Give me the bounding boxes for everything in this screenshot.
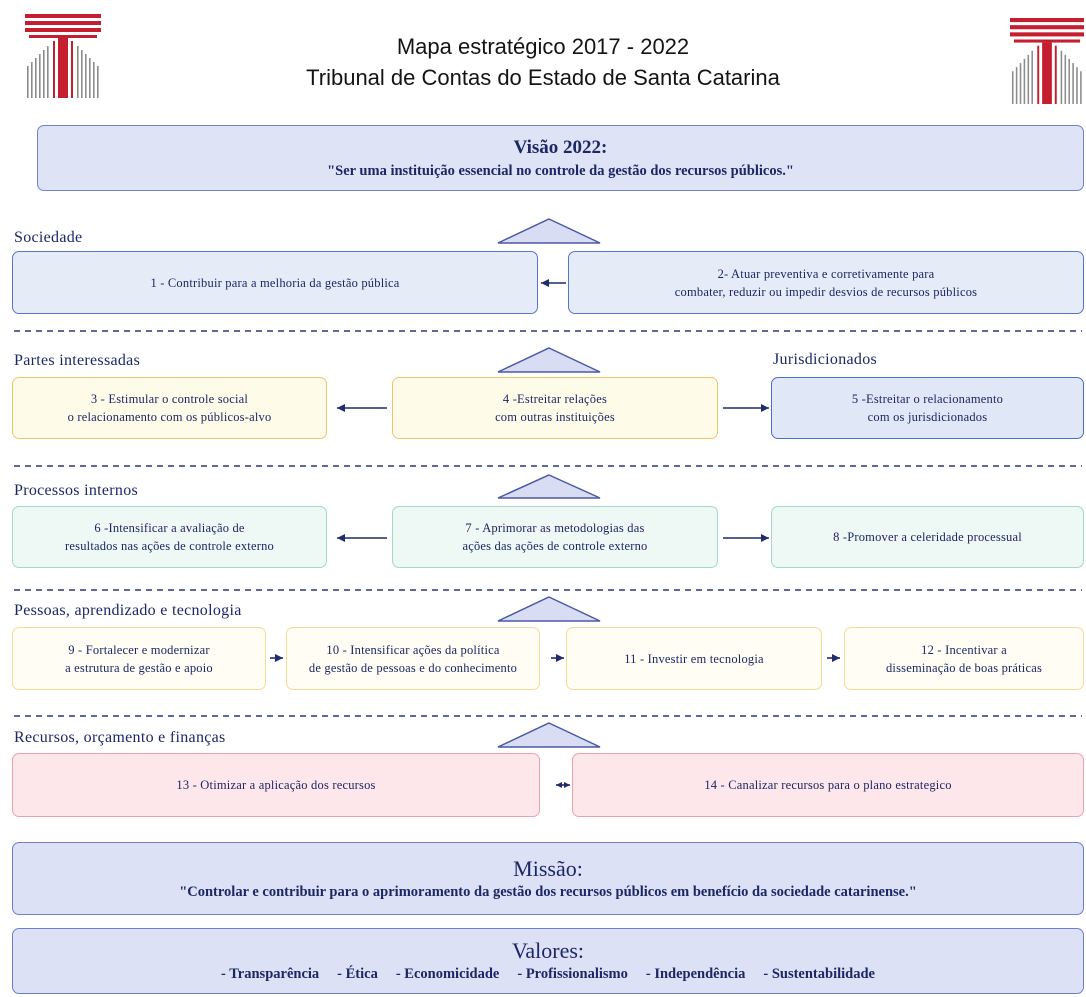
objective-13: 13 - Otimizar a aplicação dos recursos xyxy=(12,753,540,817)
objective-text: 14 - Canalizar recursos para o plano est… xyxy=(704,778,952,792)
value-item: - Economicidade xyxy=(395,966,500,982)
objective-text: 6 -Intensificar a avaliação de xyxy=(94,521,245,535)
objective-text: 1 - Contribuir para a melhoria da gestão… xyxy=(150,275,400,290)
objective-3: 3 - Estimular o controle social o relaci… xyxy=(12,377,327,439)
perspective-label-partes-interessadas: Partes interessadas xyxy=(14,352,141,369)
mission-box: Missão: "Controlar e contribuir para o a… xyxy=(12,842,1084,915)
objective-12: 12 - Incentivar a disseminação de boas p… xyxy=(844,627,1084,690)
objective-text: combater, reduzir ou impedir desvios de … xyxy=(674,284,978,299)
objective-2: 2- Atuar preventiva e corretivamente par… xyxy=(568,251,1084,314)
mission-heading: Missão: xyxy=(513,855,583,881)
perspective-label-processos-internos: Processos internos xyxy=(14,482,139,499)
objective-text: 13 - Otimizar a aplicação dos recursos xyxy=(176,778,376,792)
objective-8: 8 -Promover a celeridade processual xyxy=(771,506,1084,568)
tribunal-logo-graphic xyxy=(1010,18,1084,104)
up-triangle-connector xyxy=(497,218,601,244)
value-item: - Profissionalismo xyxy=(517,966,628,982)
objective-10: 10 - Intensificar ações da política de g… xyxy=(286,627,540,690)
objective-text: 3 - Estimular o controle social xyxy=(90,392,249,406)
perspective-label-pessoas-aprendizado-tecnologia: Pessoas, aprendizado e tecnologia xyxy=(14,602,242,619)
perspective-label-sociedade: Sociedade xyxy=(14,229,83,246)
objective-text: a estrutura de gestão e apoio xyxy=(65,660,213,675)
tribunal-logo-graphic xyxy=(25,14,101,98)
objective-14: 14 - Canalizar recursos para o plano est… xyxy=(572,753,1084,817)
up-triangle-connector xyxy=(497,474,601,499)
page-title: Mapa estratégico 2017 - 2022 xyxy=(396,34,690,59)
objective-5: 5 -Estreitar o relacionamento com os jur… xyxy=(771,377,1084,439)
value-item: - Ética xyxy=(337,966,378,982)
vision-box: Visão 2022: "Ser uma instituição essenci… xyxy=(37,125,1084,191)
objective-text: 2- Atuar preventiva e corretivamente par… xyxy=(717,266,935,281)
up-triangle-connector xyxy=(497,347,601,373)
perspective-label-recursos-orcamento-financas: Recursos, orçamento e finanças xyxy=(14,729,226,746)
vision-statement: "Ser uma instituição essencial no contro… xyxy=(327,163,794,179)
objective-9: 9 - Fortalecer e modernizar a estrutura … xyxy=(12,627,266,690)
values-heading: Valores: xyxy=(511,938,585,963)
page-subtitle: Tribunal de Contas do Estado de Santa Ca… xyxy=(306,65,780,90)
objective-1: 1 - Contribuir para a melhoria da gestão… xyxy=(12,251,538,314)
objective-6: 6 -Intensificar a avaliação de resultado… xyxy=(12,506,327,568)
objective-text: 7 - Aprimorar as metodologias das xyxy=(465,521,645,535)
objective-text: 10 - Intensificar ações da política xyxy=(326,642,500,657)
vision-heading: Visão 2022: xyxy=(513,137,608,158)
values-list: - Transparência - Ética - Economicidade … xyxy=(221,964,875,984)
objective-text: ações das ações de controle externo xyxy=(462,539,648,553)
objective-11: 11 - Investir em tecnologia xyxy=(566,627,822,690)
objective-text: o relacionamento com os públicos-alvo xyxy=(67,410,272,424)
objective-text: 4 -Estreitar relações xyxy=(502,392,608,406)
tribunal-logo-icon xyxy=(25,14,101,98)
objective-text: 11 - Investir em tecnologia xyxy=(624,651,764,666)
objective-text: com outras instituições xyxy=(495,410,615,424)
objective-text: 9 - Fortalecer e modernizar xyxy=(68,642,210,657)
values-box: Valores: - Transparência - Ética - Econo… xyxy=(12,928,1084,994)
value-item: - Independência xyxy=(645,966,746,982)
value-item: - Transparência xyxy=(221,966,320,982)
objective-text: 5 -Estreitar o relacionamento xyxy=(851,392,1004,406)
objective-text: 8 -Promover a celeridade processual xyxy=(833,530,1022,544)
objective-text: de gestão de pessoas e do conhecimento xyxy=(308,660,518,675)
perspective-label-jurisdicionados: Jurisdicionados xyxy=(773,351,878,368)
objective-7: 7 - Aprimorar as metodologias das ações … xyxy=(392,506,718,568)
mission-statement: "Controlar e contribuir para o aprimoram… xyxy=(179,883,917,900)
value-item: - Sustentabilidade xyxy=(763,966,875,982)
objective-text: 12 - Incentivar a xyxy=(921,642,1007,657)
up-triangle-connector xyxy=(497,596,601,622)
objective-text: resultados nas ações de controle externo xyxy=(65,539,274,553)
objective-4: 4 -Estreitar relações com outras institu… xyxy=(392,377,718,439)
objective-text: com os jurisdicionados xyxy=(867,410,988,424)
up-triangle-connector xyxy=(497,722,601,748)
objective-text: disseminação de boas práticas xyxy=(885,660,1043,675)
tribunal-logo-icon xyxy=(1010,18,1084,104)
